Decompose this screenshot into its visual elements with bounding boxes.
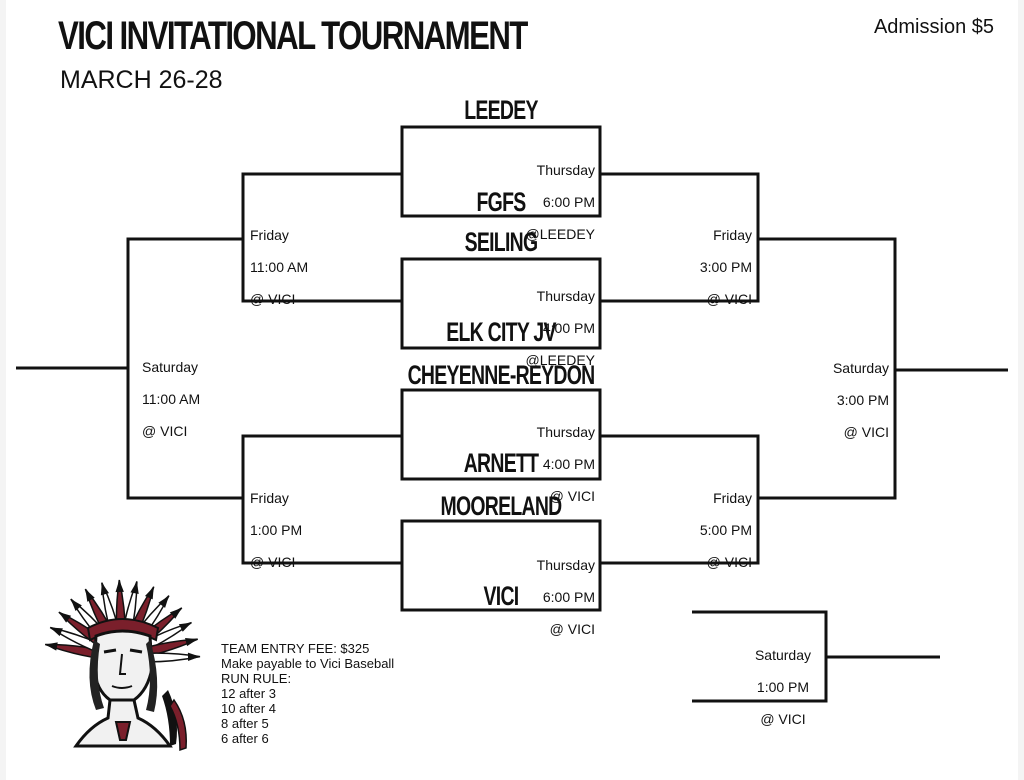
game-day: Thursday (536, 424, 595, 440)
feather-tip (158, 595, 169, 608)
game-box-2 (400, 257, 602, 350)
game-info-1: Thursday 6:00 PM @LEEDEY (526, 146, 595, 258)
feather-tip (50, 627, 63, 637)
game-site: @ VICI (142, 423, 188, 439)
game-day: Friday (713, 227, 752, 243)
game-site: @ VICI (250, 554, 296, 570)
feather-tip (145, 586, 154, 600)
game-site: @LEEDEY (525, 226, 595, 242)
team-cheyenne-reydon: CHEYENNE-REYDON (407, 360, 596, 390)
game-info-3: Thursday 4:00 PM @ VICI (537, 408, 595, 520)
feather-tip (130, 581, 139, 595)
admission-price: Admission $5 (873, 16, 994, 38)
game-time: 4:00 PM (542, 456, 595, 472)
game-site: @ VICI (549, 488, 595, 504)
game-day: Saturday (142, 359, 199, 375)
feather-tip (178, 622, 192, 632)
game-day: Friday (250, 227, 289, 243)
game-box-1 (400, 125, 602, 218)
game-site: @ VICI (843, 424, 889, 440)
feather-tip (45, 642, 58, 651)
feather-tip (115, 580, 124, 593)
feather-tip (100, 582, 109, 596)
run-rule-4: 6 after 6 (221, 731, 269, 746)
game-site: @ VICI (760, 711, 806, 727)
game-info-4: Thursday 6:00 PM @ VICI (537, 541, 595, 653)
game-site: @ VICI (250, 291, 296, 307)
game-time: 6:00 PM (542, 194, 595, 210)
feather-tip (185, 637, 198, 647)
game-time: 1:00 PM (250, 522, 303, 538)
game-day: Friday (713, 490, 752, 506)
feather-tip (70, 599, 82, 611)
page-title: VICI INVITATIONAL TOURNAMENT (58, 14, 528, 58)
game-time: 1:00 PM (756, 679, 810, 695)
game-info-fri-left-top: Friday 11:00 AM @ VICI (250, 211, 308, 323)
team-arnett: ARNETT (463, 448, 539, 478)
feather-tip (169, 607, 182, 619)
run-rule-label: RUN RULE: (221, 671, 292, 686)
team-vici: VICI (483, 581, 520, 611)
game-day: Thursday (536, 162, 595, 178)
game-info-sat-extra: Saturday 1:00 PM @ VICI (745, 631, 821, 743)
game-info-2: Thursday 4:00 PM @LEEDEY (526, 272, 595, 384)
right-margin (1018, 0, 1024, 780)
team-elk-city-jv: ELK CITY JV (446, 317, 556, 347)
run-rule-1: 12 after 3 (221, 686, 276, 701)
game-site: @LEEDEY (525, 352, 595, 368)
feather-tip (187, 652, 200, 662)
game-time: 4:00 PM (542, 320, 595, 336)
game-day: Saturday (754, 647, 812, 663)
left-margin (0, 0, 6, 780)
game-site: @ VICI (706, 554, 752, 570)
game-time: 5:00 PM (699, 522, 752, 538)
team-mooreland: MOORELAND (440, 491, 563, 521)
tournament-dates: MARCH 26-28 (60, 66, 223, 94)
entry-fee: TEAM ENTRY FEE: $325 (221, 641, 370, 656)
feather-tip (85, 589, 95, 602)
game-day: Friday (250, 490, 289, 506)
team-leedey: LEEDEY (464, 95, 538, 125)
game-info-fri-right-bottom: Friday 5:00 PM @ VICI (700, 474, 752, 586)
game-time: 3:00 PM (836, 392, 889, 408)
team-fgfs: FGFS (476, 187, 527, 217)
game-time: 3:00 PM (699, 259, 752, 275)
game-info-fri-left-bottom: Friday 1:00 PM @ VICI (250, 474, 302, 586)
payable-to: Make payable to Vici Baseball (221, 656, 395, 671)
game-time: 6:00 PM (542, 589, 595, 605)
game-time: 11:00 AM (142, 391, 201, 407)
team-seiling: SEILING (464, 227, 538, 257)
game-info-sat-right: Saturday 3:00 PM @ VICI (833, 344, 889, 456)
game-day: Saturday (832, 360, 889, 376)
feather-tip (58, 612, 72, 623)
game-info-sat-left: Saturday 11:00 AM @ VICI (142, 343, 200, 455)
game-day: Thursday (536, 557, 595, 573)
run-rule-3: 8 after 5 (221, 716, 269, 731)
game-day: Thursday (536, 288, 595, 304)
game-box-4 (400, 519, 602, 612)
run-rule-2: 10 after 4 (221, 701, 276, 716)
tournament-info: TEAM ENTRY FEE: $325 Make payable to Vic… (221, 641, 394, 746)
game-site: @ VICI (549, 621, 595, 637)
headdress-chief-icon (44, 579, 201, 752)
game-info-fri-right-top: Friday 3:00 PM @ VICI (700, 211, 752, 323)
game-time: 11:00 AM (250, 259, 309, 275)
game-site: @ VICI (706, 291, 752, 307)
